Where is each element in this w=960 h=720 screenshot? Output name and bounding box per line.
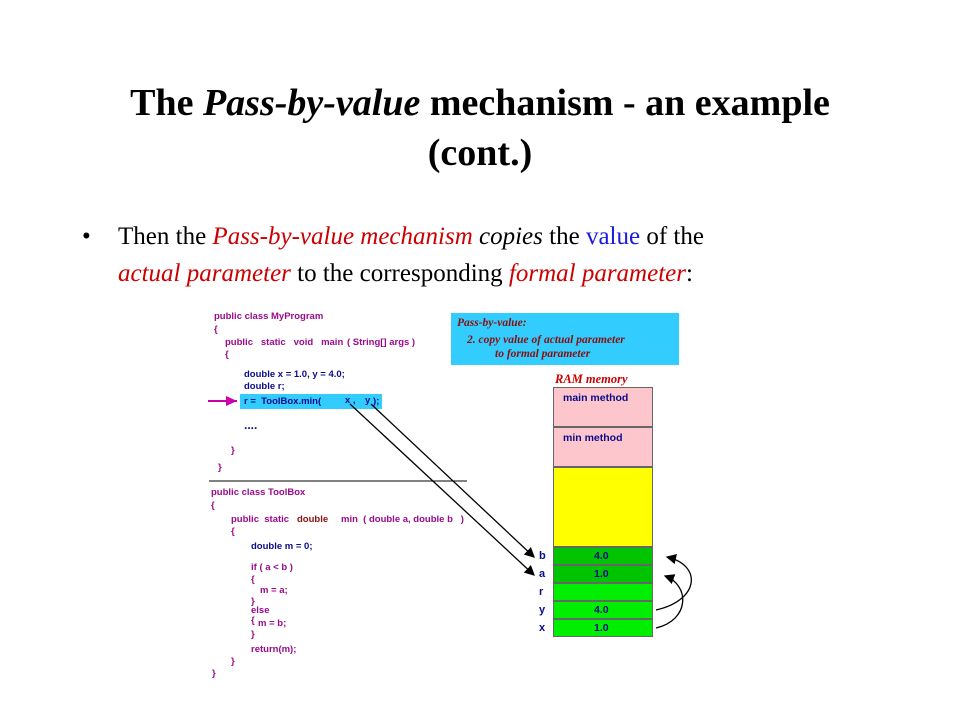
pbv-line-1: Pass-by-value:: [457, 317, 527, 329]
code-line: {: [211, 500, 215, 511]
ram-memory-label: RAM memory: [555, 372, 628, 386]
ram-value: 4.0: [594, 550, 609, 562]
code-line: {: [251, 615, 255, 626]
code-line: }: [218, 462, 222, 473]
bullet-value: value: [585, 223, 641, 250]
pass-by-value-note: Pass-by-value: 2. copy value of actual p…: [451, 313, 679, 365]
arrow-y-value-to-b: [655, 553, 692, 611]
bullet-copies: copies: [479, 223, 543, 250]
title-part-3: mechanism - an example: [420, 82, 830, 124]
arrow-x-value-to-a: [655, 574, 684, 629]
pbv-line-2: 2. copy value of actual parameter: [467, 334, 625, 346]
code-line: else: [251, 605, 270, 616]
arrow-y-to-b: [370, 403, 535, 558]
var-label-a: a: [539, 568, 546, 580]
bullet-text-1: Then the: [118, 223, 213, 250]
code-line: {: [231, 526, 235, 537]
bullet-text-5: the: [542, 223, 586, 250]
code-line: double x = 1.0, y = 4.0;: [244, 369, 345, 380]
bullet-pbv: Pass-by-value mechanism: [212, 223, 473, 250]
title-part-2: Pass-by-value: [202, 82, 421, 124]
code-line: ....: [244, 418, 258, 432]
bullet-actual-parameter: actual parameter: [118, 260, 291, 287]
ram-value: 4.0: [594, 604, 609, 616]
ram-cell-b: 4.0: [553, 547, 653, 565]
bullet-formal-parameter: formal parameter: [508, 260, 686, 287]
code-line: x ,: [345, 395, 356, 406]
code-line: }: [251, 596, 255, 607]
bullet-text-9: to the corresponding: [290, 260, 509, 287]
call-line-highlight: [240, 394, 382, 409]
code-line: );: [373, 396, 380, 407]
ram-cell-r: [553, 583, 653, 601]
ram-value: 1.0: [594, 568, 609, 580]
code-line: if ( a < b ): [251, 562, 293, 573]
code-line: double r;: [244, 381, 285, 392]
ram-cell-x: 1.0: [553, 619, 653, 637]
code-line: double: [297, 514, 329, 525]
ram-cell-a: 1.0: [553, 565, 653, 583]
var-label-x: x: [539, 622, 546, 634]
code-line: {: [214, 324, 218, 335]
slide-title: The Pass-by-value mechanism - an example…: [40, 78, 920, 178]
ram-cell-y: 4.0: [553, 601, 653, 619]
code-line: {: [251, 574, 255, 585]
arrow-x-to-a: [349, 403, 535, 576]
bullet-text: Then the Pass-by-value mechanism copies …: [118, 218, 878, 292]
title-part-1: The: [130, 82, 203, 124]
code-line: return(m);: [251, 644, 297, 655]
code-line: public static: [231, 514, 290, 525]
ram-value: 1.0: [594, 622, 609, 634]
code-line: double m = 0;: [251, 541, 313, 552]
bullet-marker: •: [82, 223, 91, 250]
min-method-label: min method: [563, 432, 623, 444]
main-method-label: main method: [563, 392, 629, 404]
bullet-text-11: :: [685, 260, 693, 287]
code-line: r = ToolBox.min(: [244, 396, 322, 407]
code-line: m = a;: [260, 585, 288, 596]
code-line: public class MyProgram: [214, 311, 324, 322]
code-line: }: [251, 629, 255, 640]
code-line: }: [231, 656, 235, 667]
var-label-r: r: [539, 586, 544, 598]
var-label-b: b: [539, 550, 546, 562]
bullet-text-7: of the: [640, 223, 704, 250]
title-part-4: (cont.): [427, 132, 533, 174]
code-line: m = b;: [258, 618, 287, 629]
ram-min-method: min method: [553, 427, 653, 467]
code-line: }: [231, 445, 235, 456]
code-line: {: [225, 349, 229, 360]
code-line: public static void main: [225, 337, 344, 348]
code-line: public class ToolBox: [211, 487, 306, 498]
pbv-line-3: to formal parameter: [495, 348, 591, 360]
code-line: ( String[] args ): [347, 337, 416, 348]
code-line: }: [212, 668, 216, 679]
ram-main-method: main method: [553, 387, 653, 427]
var-label-y: y: [539, 604, 546, 616]
code-line: y: [365, 395, 371, 406]
ram-free: [553, 467, 653, 547]
code-line: min ( double a, double b ): [341, 514, 464, 525]
current-line-arrowhead: [226, 396, 237, 406]
